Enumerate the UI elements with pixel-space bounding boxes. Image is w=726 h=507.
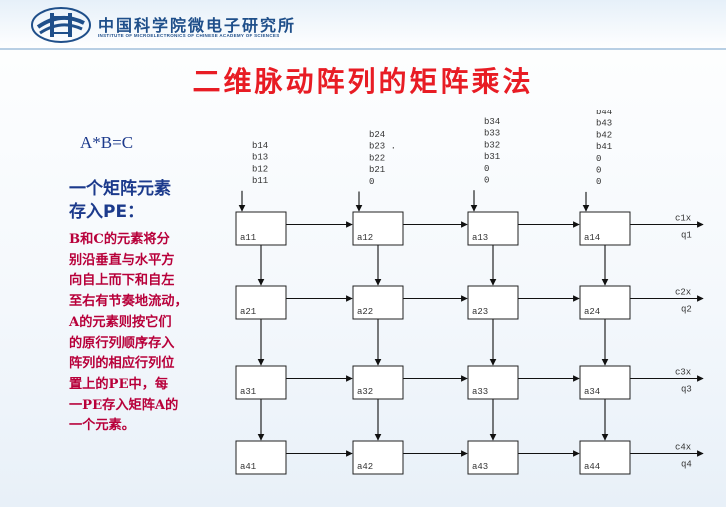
input-label: b22: [369, 153, 385, 163]
input-label: b12: [252, 164, 268, 174]
pe-label: a34: [584, 387, 600, 397]
output-label-c: c2x: [675, 288, 691, 298]
pe-box: [235, 285, 287, 320]
pe-label: a11: [240, 233, 256, 243]
pe-box: [579, 365, 631, 400]
institute-name-en: INSTITUTE OF MICROELECTRONICS OF CHINESE…: [98, 33, 280, 38]
input-label: b33: [484, 129, 500, 139]
input-label: 0: [484, 176, 489, 186]
subtitle-line: 存入PE：: [69, 202, 145, 222]
input-label: b43: [596, 119, 612, 129]
pe-box: [352, 285, 404, 320]
description-line: 别沿垂直与水平方: [69, 252, 175, 268]
input-label: 0: [596, 177, 601, 187]
pe-label: a23: [472, 307, 488, 317]
pe-label: a21: [240, 307, 256, 317]
pe-label: a12: [357, 233, 373, 243]
description-line: 一个元素。: [69, 418, 135, 434]
input-label: b32: [484, 140, 500, 150]
pe-label: a42: [357, 462, 373, 472]
pe-box: [235, 440, 287, 475]
input-label: 0: [596, 166, 601, 176]
pe-label: a32: [357, 387, 373, 397]
pe-box: [352, 440, 404, 475]
subtitle-line: 一个矩阵元素: [69, 179, 171, 199]
description-line: 置上的PE中，每: [69, 376, 169, 392]
input-label: 0: [369, 177, 374, 187]
description-line: 向自上而下和自左: [69, 273, 175, 289]
description-line: A的元素则按它们: [69, 314, 172, 330]
input-label: b31: [484, 152, 500, 162]
slide-title: 二维脉动阵列的矩阵乘法: [192, 65, 534, 98]
input-label: b21: [369, 165, 385, 175]
pe-label: a22: [357, 307, 373, 317]
description-line: 阵列的相应行列位: [69, 356, 175, 372]
pe-label: a31: [240, 387, 256, 397]
pe-box: [579, 211, 631, 246]
description-line: 一PE存入矩阵A的: [69, 397, 179, 413]
header-bar: [0, 0, 726, 50]
pe-label: a33: [472, 387, 488, 397]
output-label-q: q3: [681, 385, 692, 395]
pe-label: a43: [472, 462, 488, 472]
pe-box: [235, 211, 287, 246]
institute-name-cn: 中国科学院微电子研究所: [98, 16, 297, 35]
pe-box: [467, 285, 519, 320]
pe-label: a13: [472, 233, 488, 243]
input-label: b44: [596, 110, 612, 117]
pe-box: [579, 440, 631, 475]
output-label-c: c1x: [675, 214, 691, 224]
pe-label: a41: [240, 462, 256, 472]
header-divider: [0, 48, 726, 50]
input-label: 0: [596, 154, 601, 164]
pe-box: [467, 440, 519, 475]
equation: A*B=C: [80, 133, 134, 152]
input-label: b41: [596, 142, 612, 152]
output-label-q: q1: [681, 231, 692, 241]
description-text: B和C的元素将分 别沿垂直与水平方 向自上而下和自左 至右有节奏地流动， A的元…: [69, 230, 229, 437]
input-label: 0: [484, 164, 489, 174]
subtitle: 一个矩阵元素 存入PE：: [69, 178, 229, 224]
pe-label: a14: [584, 233, 600, 243]
pe-label: a24: [584, 307, 600, 317]
output-label-c: c3x: [675, 368, 691, 378]
description-line: B和C的元素将分: [69, 232, 170, 247]
pe-box: [467, 365, 519, 400]
pe-box: [352, 365, 404, 400]
input-label: b13: [252, 153, 268, 163]
output-label-q: q4: [681, 460, 692, 470]
pe-box: [352, 211, 404, 246]
input-label: b11: [252, 176, 268, 186]
output-label-q: q2: [681, 305, 692, 315]
input-label: b42: [596, 130, 612, 140]
ime-cas-logo-icon: [31, 7, 91, 43]
pe-box: [579, 285, 631, 320]
input-label: b23 .: [369, 142, 396, 152]
input-label: b24: [369, 130, 385, 140]
input-label: b34: [484, 117, 500, 127]
pe-box: [235, 365, 287, 400]
output-label-c: c4x: [675, 443, 691, 453]
pe-box: [467, 211, 519, 246]
pe-label: a44: [584, 462, 600, 472]
input-label: b14: [252, 141, 268, 151]
description-line: 至右有节奏地流动，: [69, 294, 188, 310]
description-line: 的原行列顺序存入: [69, 335, 175, 351]
